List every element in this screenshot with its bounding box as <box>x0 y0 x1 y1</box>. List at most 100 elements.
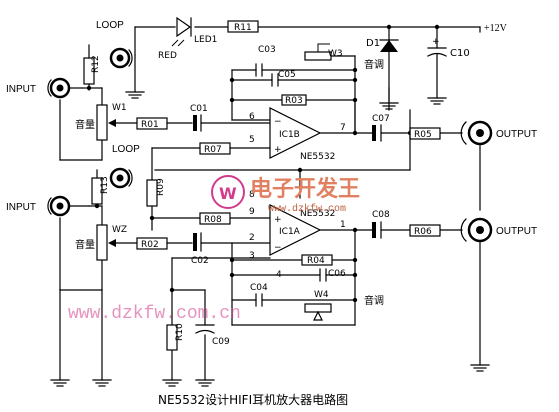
output-top-label: OUTPUT <box>496 129 537 140</box>
w2-wiper <box>108 239 116 247</box>
ground-icon <box>50 289 70 387</box>
c01-label: C01 <box>190 104 208 114</box>
loop-top-jack <box>109 47 133 69</box>
volume-top-label: 音量 <box>75 118 95 131</box>
pin-5: 5 <box>249 135 255 145</box>
output-top-jack <box>460 120 493 211</box>
r03-label: R03 <box>285 96 303 106</box>
r08-resistor <box>199 212 231 225</box>
input-bottom-label: INPUT <box>6 202 36 213</box>
c09-label: C09 <box>212 337 230 347</box>
volume-bottom-label: 音量 <box>75 238 95 251</box>
r11-label: R11 <box>234 23 252 33</box>
input-top-label: INPUT <box>6 84 36 95</box>
input-bottom-wiring <box>59 169 103 291</box>
svg-text:W: W <box>219 184 237 203</box>
r10-resistor <box>166 324 178 351</box>
ic1b-part: NE5532 <box>300 152 335 162</box>
r05-label: R05 <box>414 130 432 140</box>
r10-label: R10 <box>175 323 185 341</box>
ic1b-minus: − <box>274 117 282 127</box>
w2-pot <box>96 224 108 261</box>
loop-bottom-label: LOOP <box>112 144 140 155</box>
c10-capacitor: + <box>427 26 447 105</box>
r08-label: R08 <box>204 215 222 225</box>
c10-label: C10 <box>450 48 470 59</box>
pin-3: 3 <box>249 251 255 261</box>
c03-label: C03 <box>258 45 276 55</box>
r06-resistor <box>409 224 441 237</box>
led1-symbol <box>171 16 192 47</box>
r04-resistor <box>301 254 333 266</box>
watermark-cn: 电子开发王 <box>250 176 360 202</box>
loop-bottom-jack <box>109 167 133 189</box>
ground-icon <box>125 54 145 99</box>
caption-title: NE5532设计HIFI耳机放大器电路图 <box>158 392 348 407</box>
w1-wiper <box>108 119 116 127</box>
r07-label: R07 <box>204 145 222 155</box>
ground-icon <box>162 379 182 387</box>
r04-label: R04 <box>307 256 325 266</box>
w2-label: WZ <box>112 225 127 235</box>
led1-label: LED1 <box>194 35 217 45</box>
w3-wiper <box>317 43 330 52</box>
pin-2: 2 <box>249 233 255 243</box>
watermark-small: www.dzkfw.com <box>268 203 346 215</box>
d1-label: D1 <box>366 38 380 49</box>
output-bottom-jack <box>460 217 493 372</box>
pin-6: 6 <box>249 112 255 122</box>
w3-label: W3 <box>328 49 343 59</box>
w1-label: W1 <box>112 103 127 113</box>
r12-label: R12 <box>91 55 101 73</box>
lower-feedback-network <box>229 227 358 326</box>
c01-capacitor <box>193 114 271 132</box>
r02-label: R02 <box>141 240 159 250</box>
c06-label: C06 <box>328 269 346 279</box>
ic1a-label: IC1A <box>279 227 301 237</box>
r13-label: R13 <box>100 176 110 194</box>
ic1b-plus: + <box>274 145 282 155</box>
svg-text:+: + <box>432 37 440 47</box>
tone-top-label: 音调 <box>364 58 384 71</box>
c07-label: C07 <box>372 114 390 124</box>
led-color-label: RED <box>158 51 177 61</box>
r09-label: R09 <box>156 178 166 196</box>
ic1b-label: IC1B <box>279 130 300 140</box>
r03-resistor <box>281 94 307 106</box>
r09-resistor <box>146 179 158 207</box>
ic1a-part: NE5532 <box>300 209 335 219</box>
ic1a-plus: + <box>274 215 282 225</box>
input-bottom-jack <box>47 195 90 217</box>
ic1a-opamp <box>269 204 373 256</box>
c02-label: C02 <box>191 256 209 266</box>
r06-label: R06 <box>414 227 432 237</box>
pin-8: 8 <box>249 190 255 200</box>
output-bottom-label: OUTPUT <box>496 226 537 237</box>
r08-wiring <box>149 215 271 221</box>
pin-9: 9 <box>249 207 255 217</box>
ground-icon <box>92 289 112 387</box>
r11-resistor <box>227 20 259 33</box>
watermark-url: www.dzkfw.com.cn <box>68 304 241 324</box>
ground-icon <box>379 87 399 110</box>
w4-wiper <box>313 310 323 321</box>
lower-output-chain <box>372 221 463 239</box>
w1-pot <box>96 104 108 141</box>
ground-icon <box>195 379 215 387</box>
r01-label: R01 <box>141 120 159 130</box>
watermark-logo: W <box>211 175 245 209</box>
c08-label: C08 <box>372 210 390 220</box>
c02-capacitor <box>193 232 271 252</box>
pin-1: 1 <box>340 220 346 230</box>
upper-output-chain <box>352 124 463 142</box>
c05-label: C05 <box>278 70 296 80</box>
supply-to-ic <box>154 109 411 199</box>
loop-top-label: LOOP <box>96 20 124 31</box>
c04-label: C04 <box>250 283 268 293</box>
input-top-wiring <box>59 44 103 161</box>
ic1a-minus: − <box>274 243 282 253</box>
tone-bottom-label: 音调 <box>364 294 384 307</box>
ic1b-opamp <box>231 99 356 159</box>
bias-network <box>169 257 271 381</box>
